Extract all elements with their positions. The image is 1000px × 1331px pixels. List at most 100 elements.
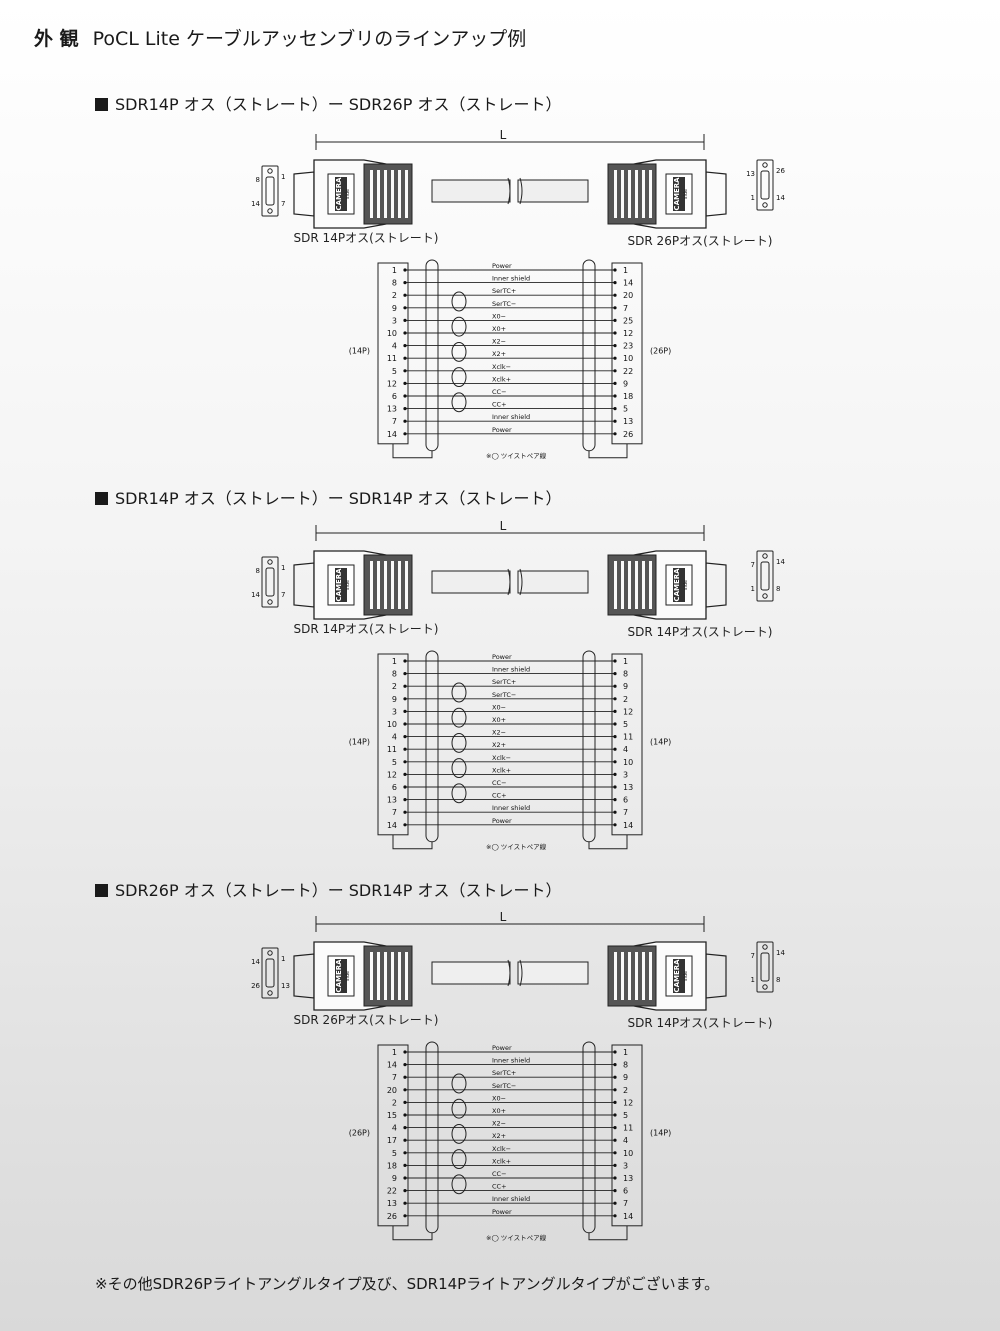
signal-name: CC−: [492, 779, 507, 787]
left-connector-label: SDR 14Pオス(ストレート): [294, 231, 439, 245]
twisted-pair-marker: [451, 707, 467, 728]
left-face-view: [261, 165, 279, 217]
page-title-main: PoCL Lite ケーブルアッセンブリのラインアップ例: [92, 28, 527, 50]
left-pin-dot: [403, 268, 407, 272]
length-label: L: [500, 128, 507, 142]
left-connector-side-label: side: [345, 189, 351, 199]
signal-name: X0+: [492, 1107, 506, 1115]
right-connector-rib: [649, 170, 652, 218]
signal-name: Xclk+: [492, 1157, 511, 1165]
right-pin-dot: [613, 306, 617, 310]
left-pin-dot: [403, 672, 407, 676]
right-connector-rib: [649, 561, 652, 609]
left-face-view: [261, 556, 279, 608]
signal-name: SerTC+: [492, 678, 516, 686]
right-connector-camera-label: CAMERA: [673, 177, 681, 211]
right-pin-dot: [613, 1075, 617, 1079]
right-connector-rib: [642, 952, 645, 1000]
signal-name: Power: [492, 262, 512, 270]
left-connector-camera-label-plate: [335, 568, 347, 602]
right-pin-number: 22: [623, 367, 633, 376]
left-pin-dot: [403, 394, 407, 398]
right-pin-dot: [613, 1100, 617, 1104]
left-pin-number: 4: [392, 733, 397, 742]
signal-name: X2−: [492, 1120, 506, 1128]
signal-name: Inner shield: [492, 666, 530, 674]
left-connector-camera-label-plate: [335, 177, 347, 211]
right-connector-camera-label-plate: [673, 959, 685, 993]
left-pin-number: 9: [392, 304, 397, 313]
signal-name: Power: [492, 1044, 512, 1052]
left-ground-link: [392, 443, 433, 459]
right-pin-dot: [613, 747, 617, 751]
left-ground-link: [392, 1225, 433, 1241]
left-pin-dot: [403, 306, 407, 310]
left-face-view-screw-bottom: [267, 990, 273, 996]
right-pin-dot: [613, 356, 617, 360]
left-pin-dot: [403, 407, 407, 411]
right-pin-dot: [613, 369, 617, 373]
right-connector-type: (14P): [650, 737, 671, 746]
left-pin-dot: [403, 432, 407, 436]
right-connector-rib: [649, 952, 652, 1000]
right-pin-dot: [613, 281, 617, 285]
left-pin-number: 8: [392, 279, 397, 288]
right-face-view-pin-label: 26: [776, 167, 785, 175]
left-face-view-pin-label: 8: [256, 567, 260, 575]
right-pin-dot: [613, 293, 617, 297]
signal-name: X0+: [492, 716, 506, 724]
left-pin-dot: [403, 772, 407, 776]
cable-break-mark: [507, 177, 511, 205]
right-pin-number: 12: [623, 1098, 633, 1107]
left-connector-mating-shell: [293, 562, 315, 608]
left-pin-dot: [403, 419, 407, 423]
left-connector-rib: [391, 561, 394, 609]
twisted-pair-marker: [451, 758, 467, 779]
twisted-pair-marker: [451, 1174, 467, 1195]
right-ground-link: [588, 443, 628, 459]
left-pin-number: 7: [392, 1073, 397, 1082]
right-pin-number: 10: [623, 354, 633, 363]
right-pin-number: 1: [623, 1048, 628, 1057]
right-connector-rib: [635, 952, 638, 1000]
right-face-view: [756, 550, 774, 602]
right-face-view-screw-bottom: [762, 593, 768, 599]
right-face-view-pin-label: 1: [751, 194, 755, 202]
right-face-view-pin-label: 8: [776, 976, 780, 984]
right-pin-dot: [613, 381, 617, 385]
signal-name: Power: [492, 426, 512, 434]
square-bullet-icon: [95, 98, 108, 111]
right-pin-dot: [613, 419, 617, 423]
right-pin-dot: [613, 1189, 617, 1193]
right-connector-rib: [628, 170, 631, 218]
right-pin-dot: [613, 1163, 617, 1167]
right-face-view-screw-bottom: [762, 984, 768, 990]
signal-name: Inner shield: [492, 275, 530, 283]
right-pin-dot: [613, 659, 617, 663]
signal-name: X0−: [492, 703, 506, 711]
right-pin-number: 18: [623, 392, 633, 401]
left-face-view-pin-label: 7: [281, 200, 285, 208]
right-pin-dot: [613, 810, 617, 814]
left-pin-number: 1: [392, 1048, 397, 1057]
twisted-pair-marker: [451, 682, 467, 703]
left-pin-dot: [403, 659, 407, 663]
right-face-view-screw-top: [762, 944, 768, 950]
left-face-view-pin-label: 14: [251, 958, 260, 966]
cable-break-mark: [519, 568, 523, 596]
right-connector-rib: [621, 170, 624, 218]
signal-name: Inner shield: [492, 1057, 530, 1065]
twisted-pair-note: ※◯ ツイストペア線: [486, 451, 547, 460]
right-pin-number: 1: [623, 657, 628, 666]
right-connector-mating-shell: [705, 953, 727, 999]
section-heading-3: SDR26P オス（ストレート）ー SDR14P オス（ストレート）: [95, 877, 561, 901]
right-ground-link: [588, 1225, 628, 1241]
right-pin-dot: [613, 735, 617, 739]
right-pin-dot: [613, 785, 617, 789]
right-pin-number: 6: [623, 1187, 628, 1196]
left-pin-dot: [403, 1138, 407, 1142]
right-face-view-screw-top: [762, 553, 768, 559]
left-pin-number: 9: [392, 1174, 397, 1183]
right-shield-outline: [582, 259, 596, 452]
